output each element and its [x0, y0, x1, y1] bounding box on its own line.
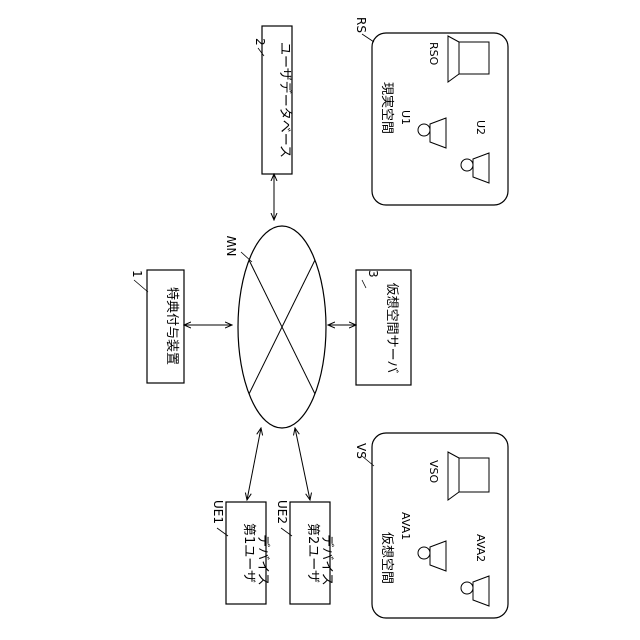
benefit-device-ref: 1	[130, 270, 144, 278]
virtual-space-title: 仮想空間	[379, 532, 395, 584]
user-1-figure	[418, 118, 446, 148]
real-object-label: RSO	[427, 42, 440, 66]
network-label: NW	[225, 235, 239, 256]
user-2-figure	[461, 153, 489, 183]
virtual-object-label: VSO	[427, 460, 440, 484]
benefit-device-label: 特典付与装置	[164, 287, 179, 365]
user-device-2-ref: UE2	[275, 500, 289, 524]
user-device-1-label-line2: デバイス	[255, 534, 271, 586]
user-database-label: ユーザデータベース	[277, 42, 293, 158]
virtual-space-server-label: 仮想空間サーバ	[384, 283, 400, 374]
real-space-title: 現実空間	[379, 82, 395, 134]
network-node	[238, 226, 326, 428]
virtual-object-shape	[448, 452, 489, 500]
real-object-shape	[448, 36, 489, 82]
real-space-ref: RS	[354, 17, 368, 33]
user-device-1-label-line1: 第1ユーザ	[241, 523, 256, 583]
user-2-label: U2	[474, 120, 487, 135]
avatar-1-figure	[418, 541, 446, 571]
user-device-2-label-line1: 第2ユーザ	[305, 523, 320, 583]
user-1-label: U1	[399, 110, 412, 125]
virtual-space-server-ref: 3	[366, 270, 380, 278]
virtual-space-ref: VS	[354, 443, 368, 459]
avatar-2-label: AVA2	[474, 534, 487, 562]
virtual-space-server-node	[356, 270, 411, 385]
avatar-2-figure	[461, 576, 489, 606]
user-device-1-ref: UE1	[211, 500, 225, 524]
user-device-2-label-line2: デバイス	[319, 534, 335, 586]
connector-lines	[184, 174, 356, 500]
user-database-ref: 2	[253, 38, 267, 46]
avatar-1-label: AVA1	[399, 512, 412, 540]
